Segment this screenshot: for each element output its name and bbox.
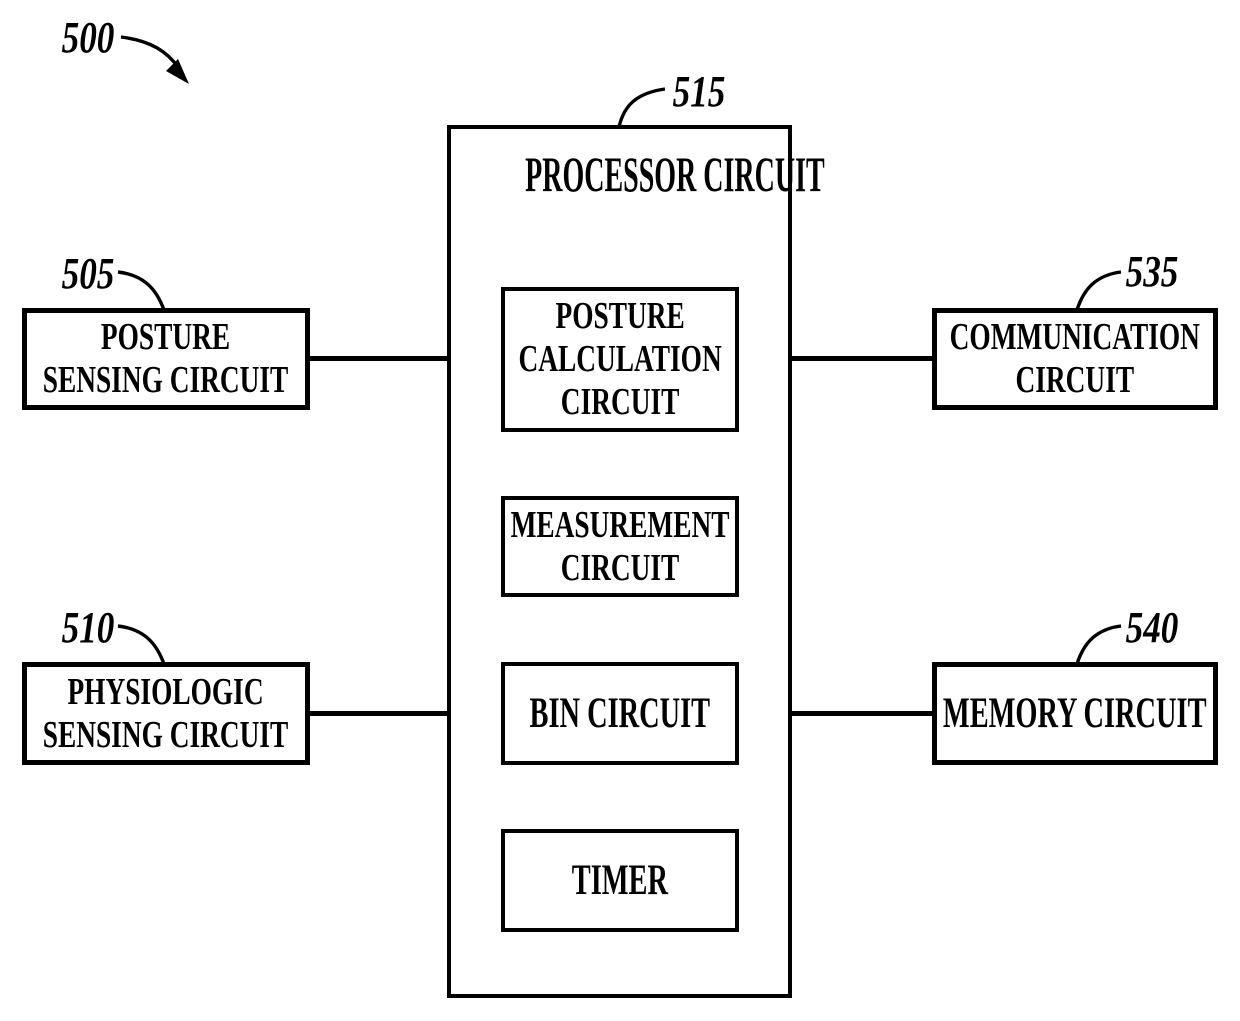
connector-processor-to-communication [790, 356, 934, 361]
label-line: CIRCUIT [560, 381, 680, 423]
posture-sensing-circuit-label: POSTURE SENSING CIRCUIT [43, 316, 289, 402]
ref-label-510: 510 [61, 603, 115, 652]
label-line: MEMORY CIRCUIT [943, 689, 1207, 737]
leader-line-540 [1075, 624, 1122, 665]
memory-circuit-box: MEMORY CIRCUIT [932, 662, 1218, 765]
physiologic-sensing-circuit-label: PHYSIOLOGIC SENSING CIRCUIT [43, 671, 289, 757]
figure-ref-arrow-shaft [120, 35, 180, 69]
label-line: MEASUREMENT [510, 503, 730, 546]
bin-circuit-label: BIN CIRCUIT [529, 689, 711, 737]
leader-line-510 [117, 624, 166, 665]
memory-circuit-label: MEMORY CIRCUIT [943, 689, 1207, 737]
ref-label-535: 535 [1125, 247, 1179, 296]
label-line: SENSING CIRCUIT [43, 359, 289, 401]
label-line: CIRCUIT [560, 546, 680, 589]
communication-circuit-box: COMMUNICATION CIRCUIT [932, 308, 1218, 410]
figure-ref-arrowhead [166, 59, 189, 84]
timer-label: TIMER [571, 856, 669, 904]
label-line: POSTURE [101, 316, 231, 358]
label-line: BIN CIRCUIT [529, 689, 711, 737]
timer-box: TIMER [501, 829, 739, 932]
leader-line-505 [117, 270, 166, 311]
bin-circuit-box: BIN CIRCUIT [501, 662, 739, 765]
ref-label-515: 515 [672, 67, 726, 116]
processor-circuit-title: PROCESSOR CIRCUIT [525, 146, 825, 202]
physiologic-sensing-circuit-box: PHYSIOLOGIC SENSING CIRCUIT [22, 662, 310, 765]
leader-line-515 [617, 87, 666, 128]
communication-circuit-label: COMMUNICATION CIRCUIT [950, 316, 1200, 402]
label-line: CALCULATION [518, 338, 722, 380]
measurement-circuit-box: MEASUREMENT CIRCUIT [501, 496, 739, 597]
label-line: TIMER [571, 856, 669, 904]
posture-sensing-circuit-box: POSTURE SENSING CIRCUIT [22, 308, 310, 410]
label-line: PHYSIOLOGIC [67, 670, 265, 713]
figure-ref-label: 500 [61, 13, 115, 62]
ref-label-540: 540 [1125, 603, 1179, 652]
label-line: POSTURE [555, 295, 685, 337]
label-line: COMMUNICATION [949, 316, 1201, 358]
label-line: CIRCUIT [1015, 359, 1135, 401]
ref-label-505: 505 [61, 249, 115, 298]
connector-processor-to-memory [790, 711, 934, 716]
leader-line-535 [1075, 270, 1122, 311]
label-line: SENSING CIRCUIT [43, 713, 289, 756]
connector-physiologic-sensing-to-processor [308, 711, 449, 716]
measurement-circuit-label: MEASUREMENT CIRCUIT [511, 504, 730, 590]
posture-calculation-circuit-box: POSTURE CALCULATION CIRCUIT [501, 287, 739, 432]
posture-calculation-circuit-label: POSTURE CALCULATION CIRCUIT [518, 295, 721, 424]
connector-posture-sensing-to-processor [308, 356, 449, 361]
